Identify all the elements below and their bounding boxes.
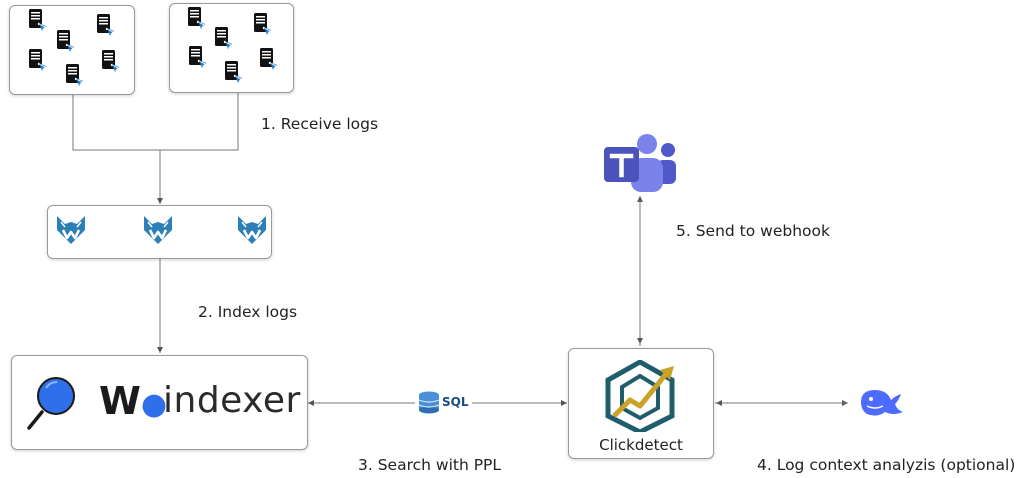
- step-search-ppl: 3. Search with PPL: [358, 456, 502, 474]
- server-icon: [224, 61, 243, 84]
- wazuh-agent-icon: [236, 214, 268, 246]
- deepseek-whale-icon: [861, 390, 903, 416]
- servers-merge-line: [72, 92, 239, 151]
- server-icon: [187, 7, 206, 30]
- server-icon: [259, 48, 278, 71]
- server-icon: [56, 30, 75, 53]
- indexer-w-letter: W: [99, 379, 141, 423]
- server-icon: [28, 49, 47, 72]
- teams-icon: [604, 134, 676, 192]
- server-icon: [28, 9, 47, 32]
- wazuh-agent-icon: [55, 214, 87, 246]
- indexer-logo-w: W●: [99, 379, 167, 423]
- sql-badge-text: SQL: [442, 395, 469, 409]
- search-icon: [27, 377, 75, 430]
- server-icon: [214, 27, 233, 50]
- database-icon: [418, 391, 440, 414]
- server-icon: [96, 14, 115, 37]
- step-send-webhook: 5. Send to webhook: [676, 222, 830, 240]
- clickdetect-logo-icon: [605, 360, 675, 432]
- server-icon: [65, 64, 84, 87]
- step-log-analysis: 4. Log context analyzis (optional): [757, 456, 1016, 474]
- step-receive-logs: 1. Receive logs: [261, 115, 379, 133]
- clickdetect-label: Clickdetect: [599, 436, 683, 454]
- indexer-name: indexer: [163, 380, 301, 421]
- server-icon: [188, 46, 207, 69]
- wazuh-agent-icon: [142, 214, 174, 246]
- indexer-dot: ●: [140, 387, 168, 422]
- step-index-logs: 2. Index logs: [198, 303, 298, 321]
- server-icon: [101, 50, 120, 73]
- server-icon: [253, 13, 272, 36]
